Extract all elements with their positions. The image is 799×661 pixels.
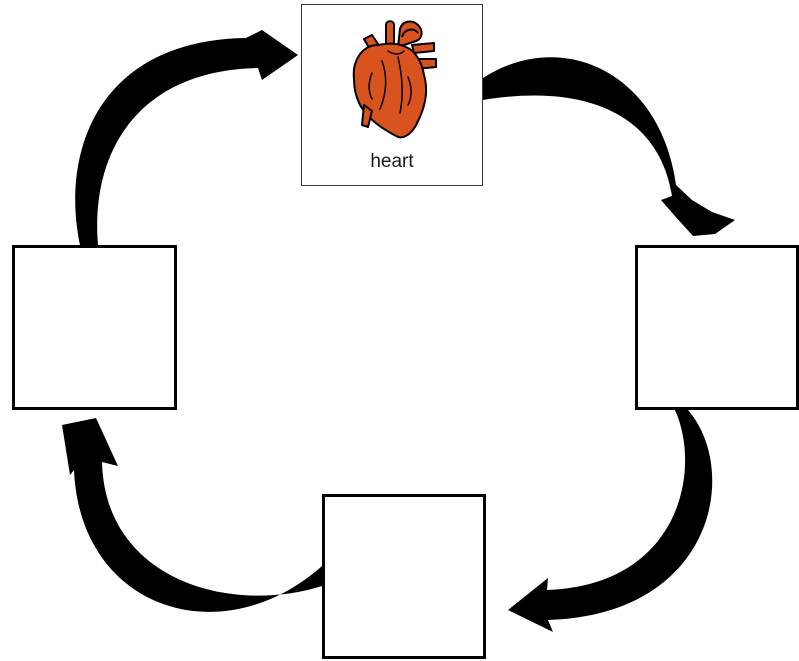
cycle-box-right [635, 245, 799, 410]
cycle-box-bottom [322, 494, 486, 659]
arrow-left-to-top [75, 30, 298, 245]
arrow-right-to-bottom [508, 410, 713, 632]
arrow-top-to-right [483, 57, 735, 236]
heart-icon [352, 20, 437, 139]
cycle-box-top: heart [301, 4, 483, 186]
cycle-box-left [12, 245, 177, 410]
box-label-heart: heart [370, 151, 414, 172]
arrow-bottom-to-left [62, 418, 322, 612]
